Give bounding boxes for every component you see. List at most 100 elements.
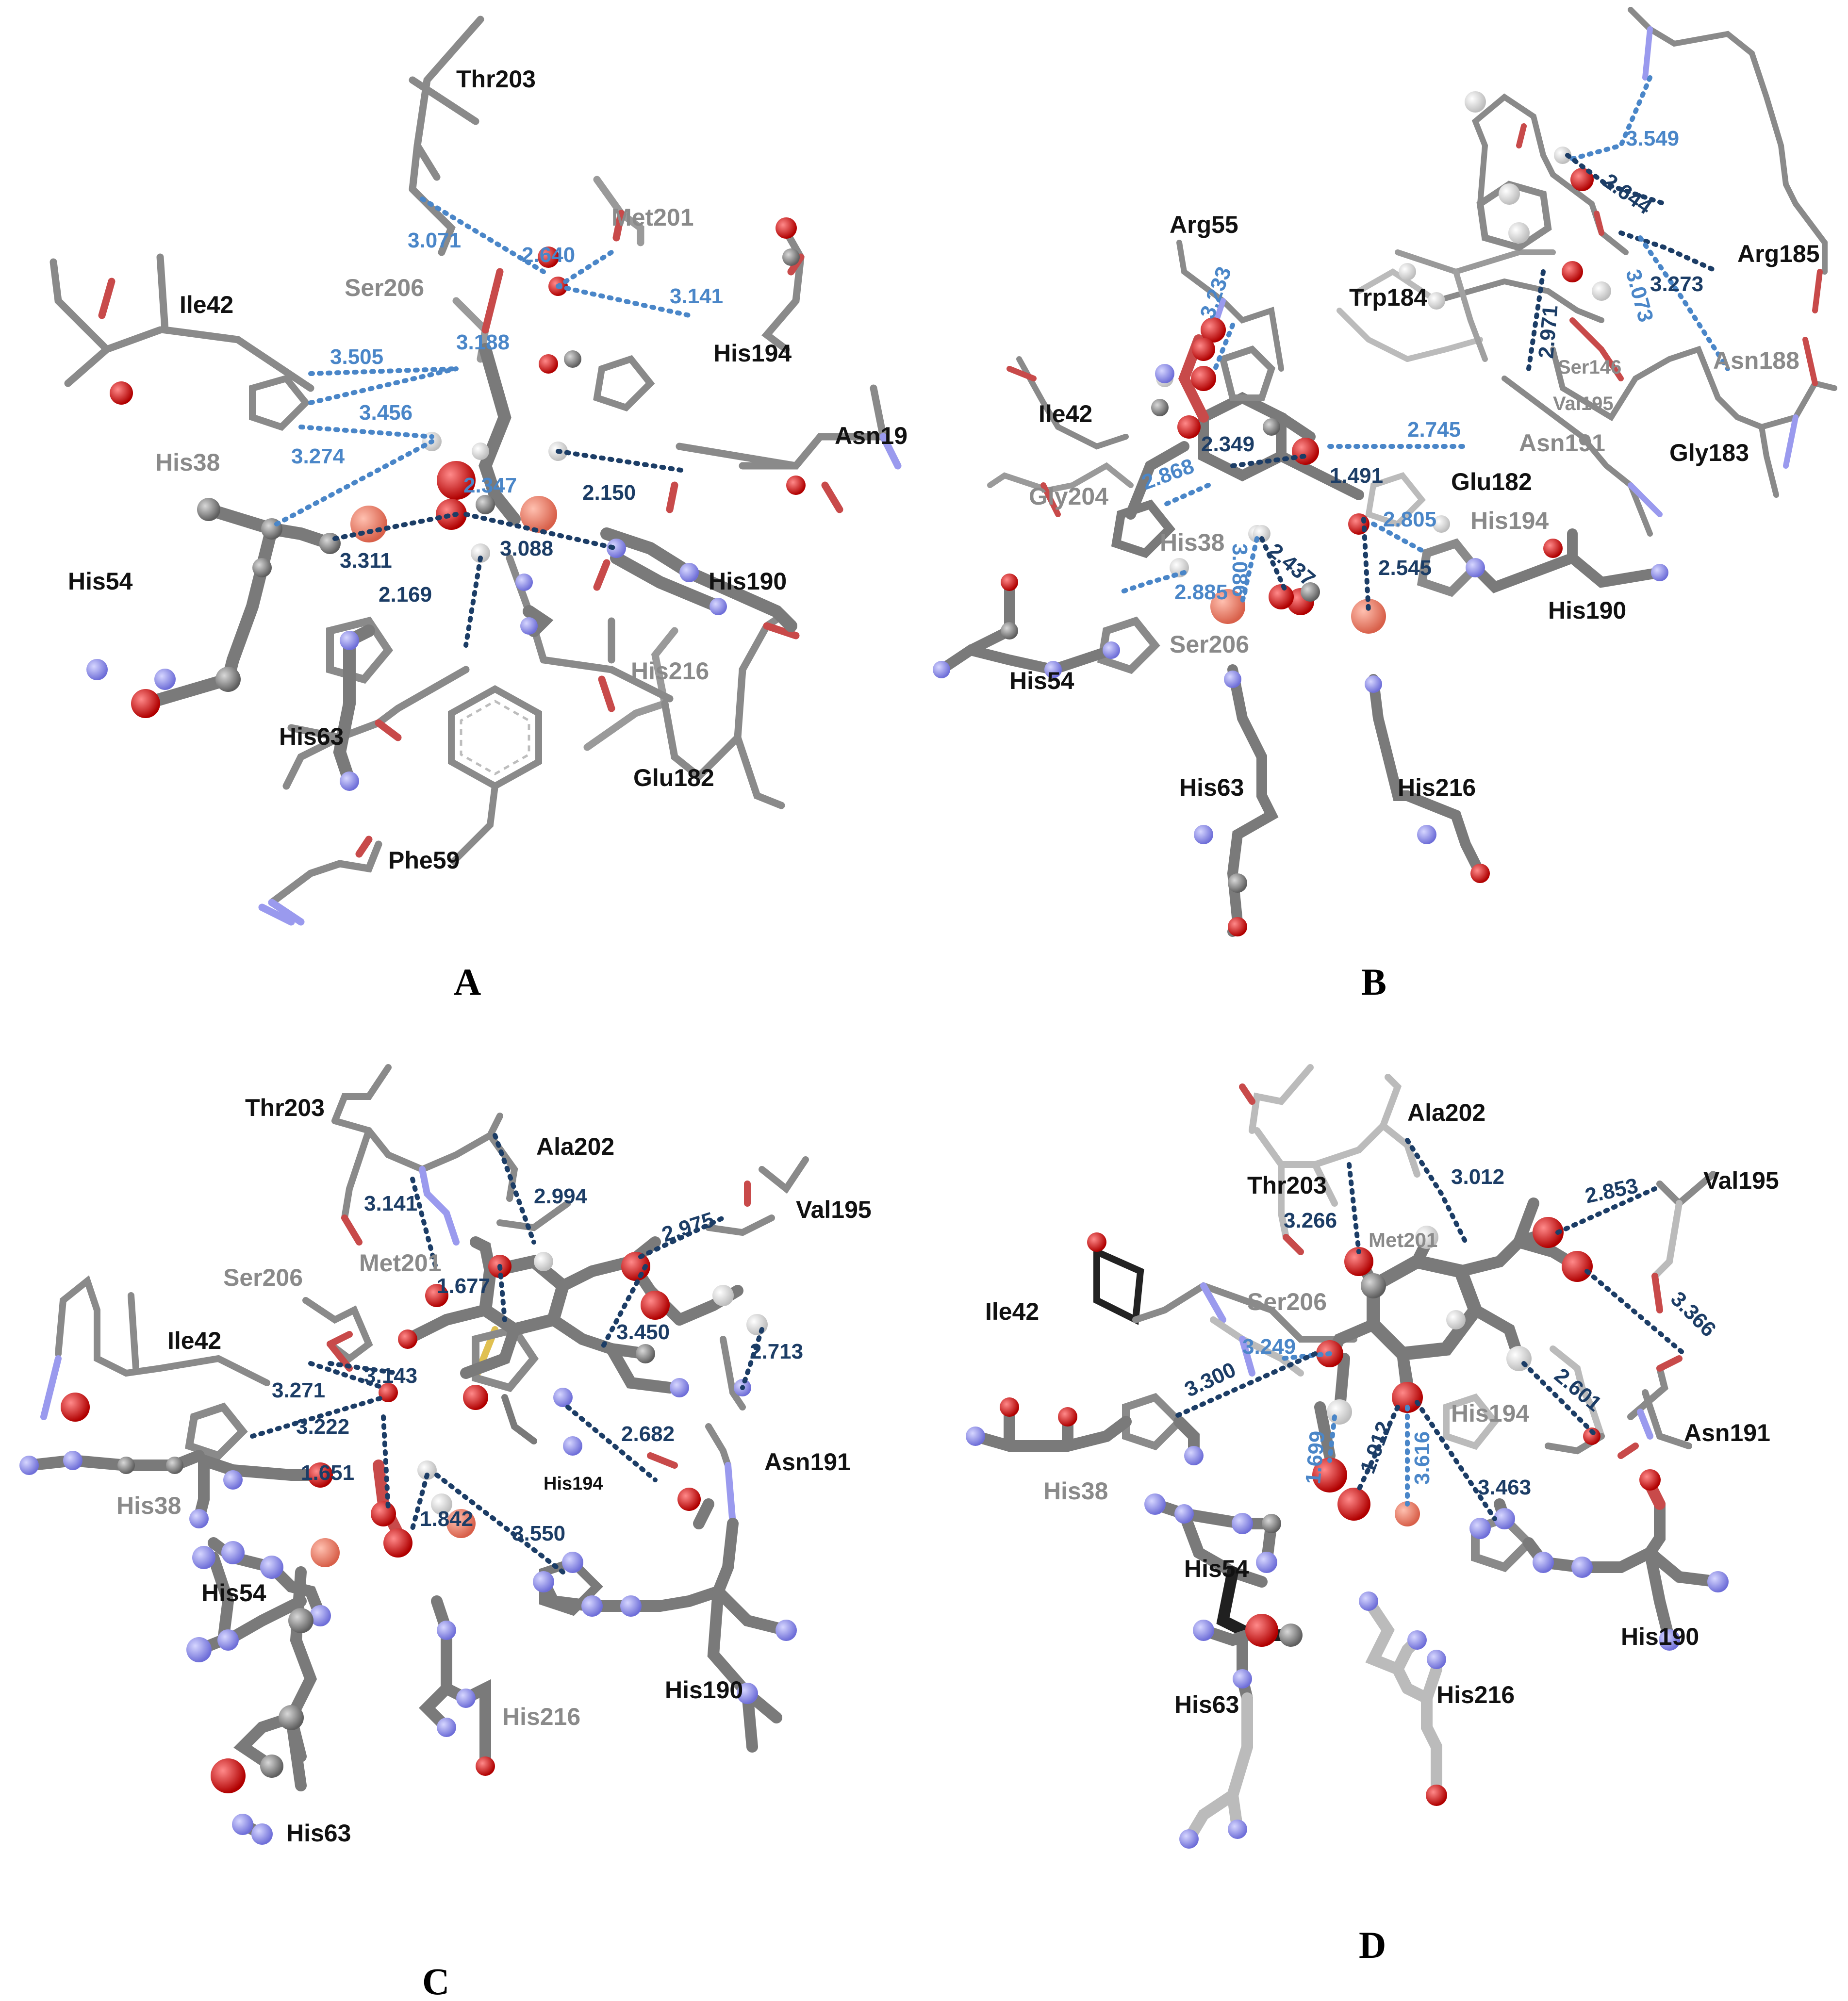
panel-a-dist-4: 3.188	[456, 330, 510, 354]
panel-d-res-10: His190	[1621, 1623, 1699, 1650]
panel-a-res-7: His54	[68, 568, 133, 595]
panel-d-dist-2: 2.853	[1583, 1174, 1640, 1208]
panel-b-res-16: His63	[1179, 774, 1244, 801]
panel-d-res-7: Asn191	[1684, 1419, 1770, 1446]
panel-d-dist-7: 1.699	[1301, 1430, 1329, 1485]
panel-a-res-6: His38	[155, 449, 220, 476]
panel-d-dist-10: 3.463	[1478, 1476, 1531, 1499]
panel-b-hbonds	[1119, 75, 1730, 614]
panel-b-dist-8: 1.491	[1330, 464, 1383, 488]
panel-a-res-12: Phe59	[388, 847, 460, 874]
panel-d: Ala202 Thr203 Val195 Met201 Ile42 Ser206…	[966, 1064, 1779, 1966]
panel-a-res-8: His190	[709, 568, 787, 595]
panel-d-letter: D	[1359, 1924, 1386, 1966]
panel-b-dist-14: 3.086	[1228, 543, 1252, 597]
panel-d-res-8: His38	[1043, 1477, 1108, 1505]
panel-a-atoms	[86, 217, 806, 791]
panel-c-res-0: Thr203	[245, 1094, 325, 1121]
panel-c-res-1: Ala202	[536, 1133, 614, 1160]
panel-b-dist-4: 2.971	[1534, 304, 1562, 360]
panel-b-dist-13: 2.885	[1174, 580, 1228, 604]
panel-a-dist-5: 3.456	[359, 401, 412, 425]
panel-c-res-8: Asn191	[764, 1448, 851, 1476]
panel-b-dist-0: 3.549	[1626, 127, 1679, 150]
panel-a-sticks	[50, 16, 902, 926]
panel-b-res-7: Asn191	[1519, 429, 1605, 457]
panel-b-dist-12: 2.545	[1378, 556, 1432, 580]
panel-b-dist-2: 3.273	[1650, 272, 1703, 296]
panel-a-dist-10: 3.088	[500, 537, 553, 560]
panel-c-dist-7: 3.143	[364, 1364, 417, 1388]
panel-c-res-11: His216	[502, 1703, 580, 1730]
panel-b-res-4: Ser146	[1558, 357, 1621, 378]
panel-c-dist-1: 2.994	[534, 1184, 588, 1208]
panel-b-res-1: Trp184	[1349, 284, 1427, 311]
panel-c-res-4: Ser206	[223, 1264, 303, 1291]
panel-a-res-3: Ile42	[180, 291, 233, 318]
panel-b-dist-7: 2.349	[1201, 432, 1254, 456]
panel-a-distance-labels: 3.071 2.640 3.141 3.505 3.188 3.456 3.27…	[291, 229, 723, 607]
panel-b-res-0: Arg55	[1170, 211, 1238, 238]
panel-c-res-10: His190	[665, 1676, 743, 1704]
panel-b-ball-sticks	[936, 334, 1665, 937]
panel-a-dist-6: 3.274	[291, 444, 345, 468]
panel-b-res-15: His54	[1009, 667, 1074, 694]
panel-a-dist-8: 2.150	[582, 481, 636, 505]
panel-b-res-9: Gly204	[1029, 483, 1108, 510]
panel-d-res-0: Ala202	[1407, 1099, 1485, 1126]
panel-a-dist-0: 3.071	[408, 229, 461, 252]
panel-a-dist-9: 3.311	[340, 549, 392, 573]
panel-c-distance-labels: 3.141 2.994 2.975 1.677 3.450 2.713 3.27…	[272, 1184, 803, 1545]
panel-d-atoms	[966, 1217, 1729, 1849]
panel-d-dist-4: 3.366	[1666, 1287, 1721, 1342]
panel-b-res-13: His190	[1548, 597, 1626, 624]
panel-d-dist-5: 3.300	[1181, 1358, 1240, 1402]
panel-c-res-5: Ile42	[167, 1327, 221, 1354]
panel-a-res-5: Asn19	[835, 422, 908, 449]
panel-c-dist-12: 3.550	[512, 1522, 565, 1545]
panel-a: Thr203 Met201 Ser206 Ile42 His194 Asn19 …	[50, 16, 908, 1003]
panel-d-dist-1: 3.266	[1284, 1209, 1337, 1232]
panel-a-res-10: His63	[279, 723, 344, 750]
panel-a-phe59-ring	[448, 685, 542, 790]
panel-d-dist-0: 3.012	[1451, 1165, 1504, 1189]
panel-d-res-2: Val195	[1703, 1167, 1779, 1194]
panel-b-res-11: His194	[1470, 507, 1549, 534]
panel-d-res-9: His54	[1184, 1555, 1249, 1582]
panel-a-res-4: His194	[713, 340, 792, 367]
panel-a-res-1: Met201	[611, 204, 694, 231]
panel-b-residue-labels: Arg55 Trp184 Arg185 Asn188 Ser146 Val195…	[1009, 211, 1820, 801]
panel-a-letter: A	[454, 961, 481, 1003]
panel-b-dist-10: 2.805	[1383, 508, 1436, 531]
panel-a-res-11: Glu182	[633, 764, 714, 791]
panel-b-res-12: His38	[1160, 529, 1224, 556]
panel-d-ball-sticks	[970, 1197, 1724, 1845]
panel-a-dist-7: 2.347	[463, 474, 517, 497]
panel-d-res-4: Ile42	[985, 1298, 1039, 1325]
panel-d-res-5: Ser206	[1247, 1288, 1327, 1315]
panel-a-residue-labels: Thr203 Met201 Ser206 Ile42 His194 Asn19 …	[68, 66, 908, 874]
panel-a-dist-1: 2.640	[522, 243, 575, 267]
panel-c-dist-9: 1.651	[301, 1461, 354, 1485]
panel-b-res-2: Arg185	[1737, 240, 1820, 267]
panel-c-res-6: His38	[116, 1492, 181, 1519]
panel-c-dist-0: 3.141	[364, 1192, 417, 1215]
panel-b-res-17: His216	[1398, 774, 1476, 801]
panel-c-letter: C	[422, 1960, 449, 2001]
panel-b-res-5: Val195	[1553, 393, 1614, 414]
panel-c-dist-5: 2.713	[750, 1340, 803, 1363]
panel-c-dist-10: 2.682	[621, 1422, 675, 1446]
panel-d-res-1: Thr203	[1247, 1172, 1327, 1199]
panel-b-atoms	[933, 91, 1668, 936]
panel-c-res-9: His54	[201, 1579, 266, 1607]
panel-a-res-2: Ser206	[345, 274, 424, 301]
panel-b-dist-1: 2.644	[1599, 169, 1656, 219]
panel-d-res-12: His216	[1436, 1681, 1515, 1708]
panel-d-sticks	[1093, 1064, 1716, 1459]
panel-d-res-3: Met201	[1369, 1229, 1437, 1251]
panel-a-dist-2: 3.141	[670, 284, 723, 308]
panel-c-residue-labels: Thr203 Ala202 Val195 Met201 Ser206 Ile42…	[116, 1094, 872, 1847]
panel-b-res-8: Gly183	[1669, 439, 1749, 466]
panel-c-dist-2: 2.975	[659, 1208, 717, 1247]
